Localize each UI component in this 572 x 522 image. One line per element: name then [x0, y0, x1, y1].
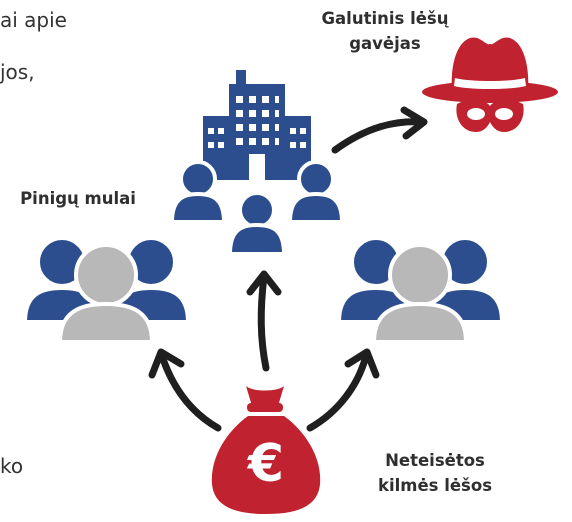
final-beneficiary-line2: gavėjas: [349, 34, 421, 53]
person-icon: [169, 160, 227, 224]
text-fragment-2: jos,: [0, 60, 35, 84]
people-group-icon: [336, 236, 505, 344]
final-beneficiary-line1: Galutinis lėšų: [321, 9, 449, 28]
person-icon: [287, 160, 345, 224]
euro-symbol: €: [247, 434, 285, 494]
hat-mask-icon: [422, 37, 558, 132]
people-group-icon: [22, 236, 191, 344]
person-icon: [227, 191, 287, 256]
illicit-funds-line1: Neteisėtos: [385, 451, 485, 470]
illicit-funds-label: Neteisėtos kilmės lėšos: [360, 448, 510, 498]
arrow-icon: [331, 106, 428, 154]
arrow-icon: [306, 348, 380, 432]
text-fragment-1: ai apie: [0, 8, 67, 32]
text-fragment-3: ko: [0, 454, 24, 478]
money-bag-icon: [211, 386, 321, 514]
arrow-icon: [246, 270, 282, 372]
money-mules-label: Pinigų mulai: [20, 189, 136, 208]
building-icon: [203, 70, 311, 180]
arrow-icon: [148, 348, 222, 432]
illicit-funds-line2: kilmės lėšos: [377, 476, 493, 495]
final-beneficiary-label: Galutinis lėšų gavėjas: [310, 6, 460, 56]
